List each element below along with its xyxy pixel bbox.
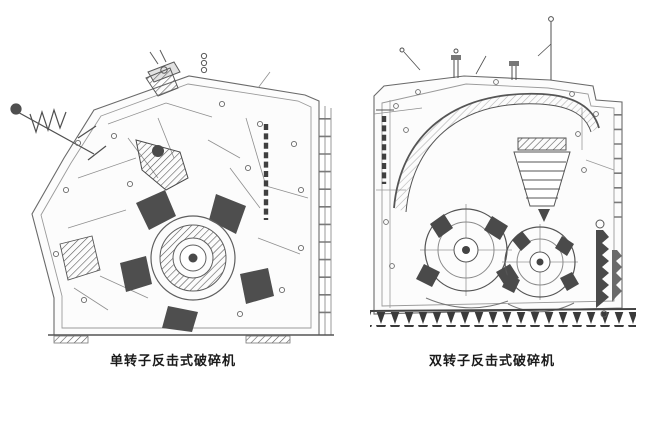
top-feed-mechanism xyxy=(145,49,271,97)
bolts xyxy=(383,79,599,269)
spring-tensioner xyxy=(10,103,107,161)
caption-double-rotor: 双转子反击式破碎机 xyxy=(428,353,555,368)
bottom-spikes xyxy=(369,308,637,327)
figure-double-rotor: 双转子反击式破碎机 xyxy=(346,10,638,369)
crusher-housing xyxy=(31,75,334,344)
double-rotor-diagram xyxy=(369,16,637,327)
top-bolts xyxy=(399,16,554,80)
impact-curtain-arc xyxy=(393,92,600,213)
caption-single-rotor: 单转子反击式破碎机 xyxy=(109,353,236,368)
figure-single-rotor: 单转子反击式破碎机 xyxy=(8,48,338,369)
rotor xyxy=(150,215,236,301)
liner-block xyxy=(59,235,101,281)
hopper xyxy=(513,137,571,222)
single-rotor-diagram xyxy=(10,49,334,344)
right-rotor xyxy=(502,224,579,300)
hammer-plates xyxy=(120,190,274,332)
pivot-pin xyxy=(152,145,164,157)
impact-plate-arm xyxy=(135,139,189,191)
toothed-rack xyxy=(595,219,622,318)
bolts xyxy=(52,100,305,318)
grate-bars xyxy=(425,297,575,313)
chain-curtain xyxy=(376,109,394,184)
left-rotor xyxy=(416,204,519,296)
